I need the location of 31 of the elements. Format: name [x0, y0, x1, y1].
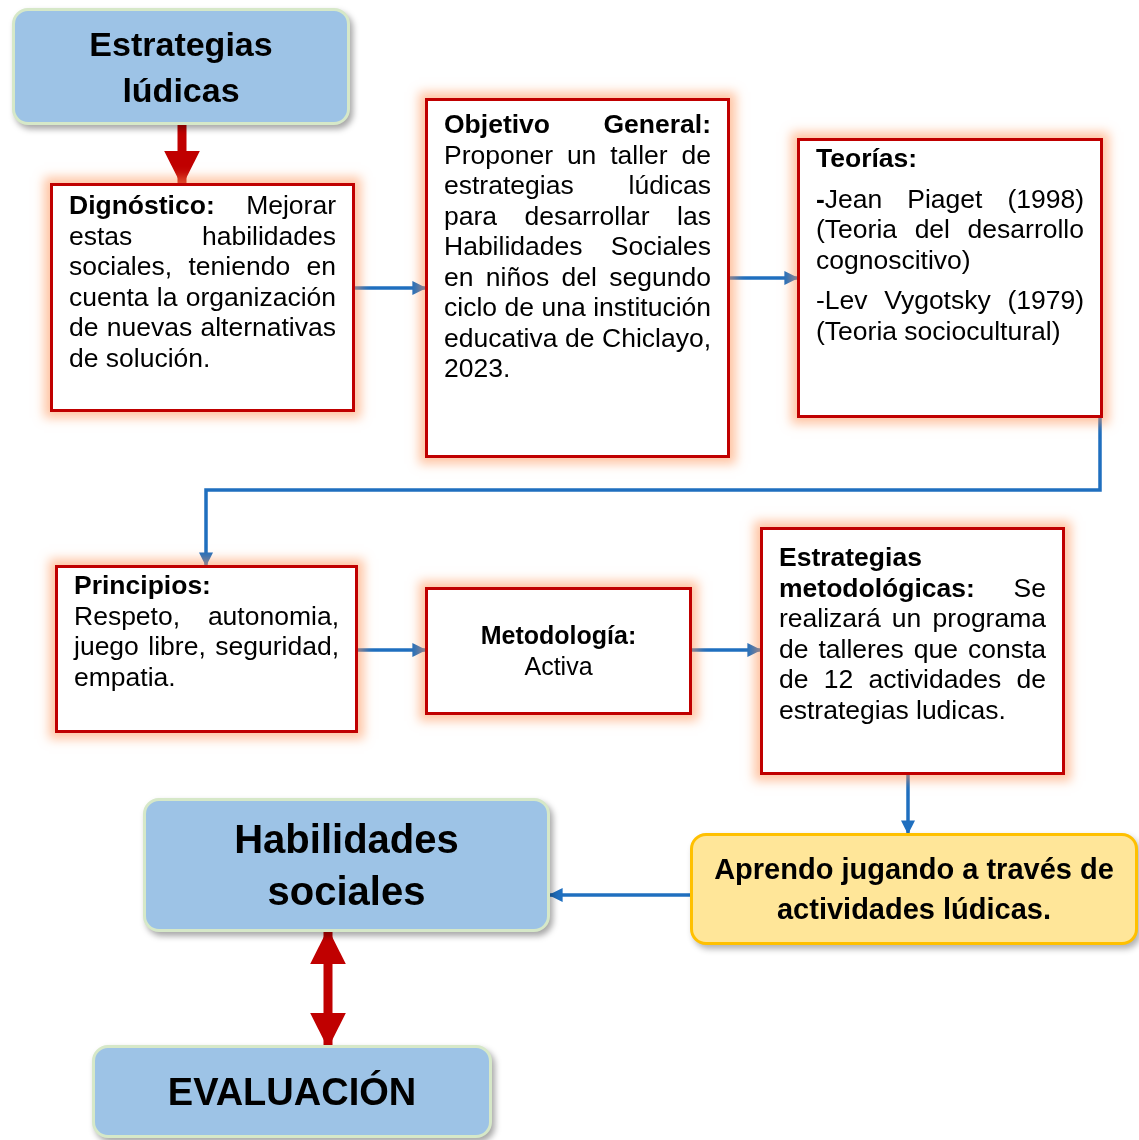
text-box: [50, 183, 355, 412]
box-text: Estrategias lúdicas: [88, 23, 274, 111]
title-box: [143, 798, 550, 932]
box-text: Respeto, autonomia, juego libre, seguridad, empatia.: [74, 600, 339, 692]
box-text: Habilidades sociales: [233, 816, 460, 915]
arrow: [548, 888, 690, 902]
box-text: Principios:: [74, 570, 212, 601]
box-text: Teorías:: [816, 143, 919, 174]
arrow: [692, 643, 762, 657]
box-text: Objetivo General: Proponer un taller de estrategias lúdicas para desarrollar las Habilidades Sociales en niños del segundo ciclo de una institución educativa de Chiclayo, 2023.: [444, 109, 711, 384]
box-text: Dignóstico: Mejorar estas habilidades sociales, teniendo en cuenta la organización de nuevas alternativas de solución.: [69, 190, 336, 373]
text-box: [425, 98, 730, 458]
text-box: [425, 587, 692, 715]
box-text: EVALUACIÓN: [166, 1069, 418, 1115]
text-box: [55, 565, 358, 733]
highlight-box: [690, 833, 1138, 945]
box-text: Activa: [523, 651, 594, 682]
title-box: [12, 8, 350, 125]
arrow: [358, 643, 427, 657]
arrow: [355, 281, 427, 295]
text-box: [760, 527, 1065, 775]
box-text: -Jean Piaget (1998) (Teoria del desarrollo cognoscitivo): [816, 183, 1084, 275]
arrow: [199, 418, 1102, 567]
arrow: [730, 271, 799, 285]
box-text: Aprendo jugando a través de actividades lúdicas.: [713, 852, 1115, 927]
text-box: [797, 138, 1103, 418]
box-text: Estrategias metodológicas: Se realizará un programa de talleres que consta de 12 actividades de estrategias ludicas.: [779, 542, 1046, 725]
box-text: Metodología:: [479, 620, 638, 651]
title-box: [92, 1045, 492, 1138]
box-text: -Lev Vygotsky (1979) (Teoria sociocultural): [816, 285, 1084, 346]
arrow: [901, 775, 915, 835]
